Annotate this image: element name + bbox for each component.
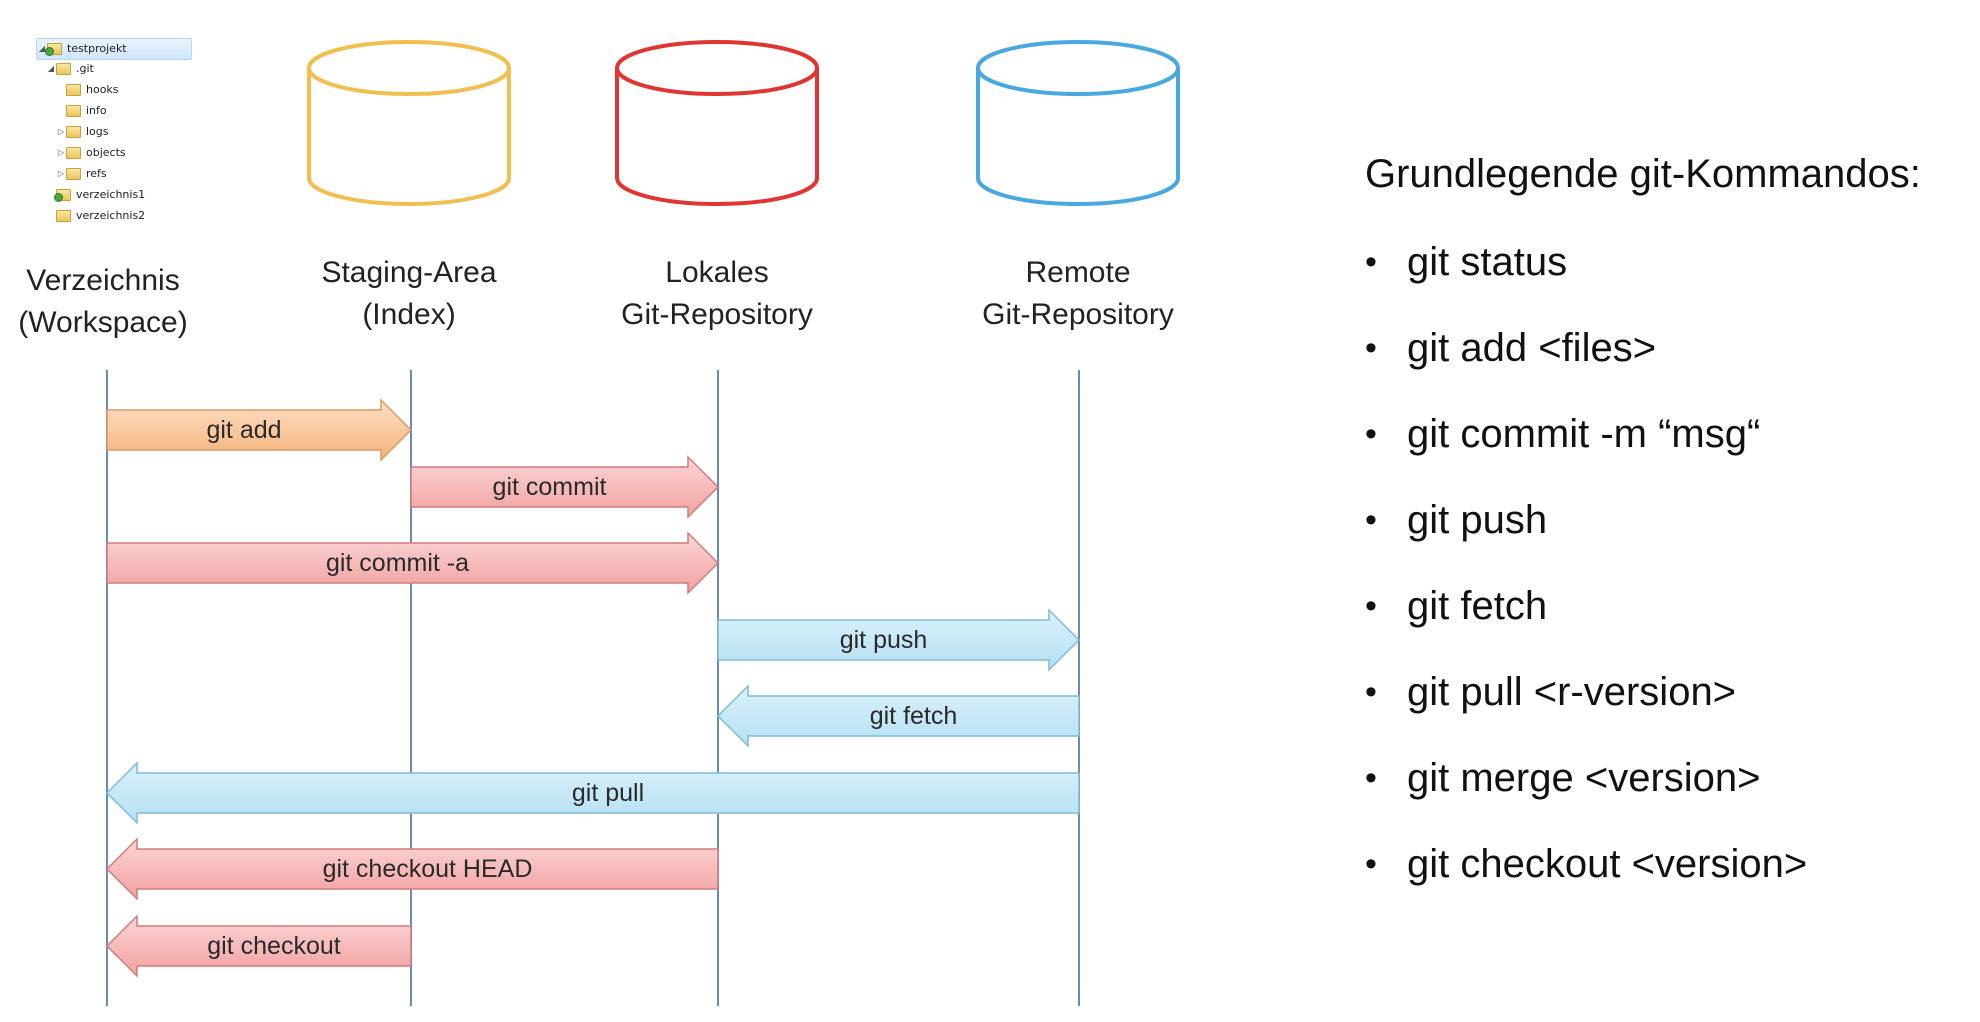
versioned-folder-icon xyxy=(54,189,71,202)
tree-item-label: info xyxy=(86,104,107,117)
git-checkout-head-arrow: git checkout HEAD xyxy=(105,837,719,901)
tree-item-label: refs xyxy=(86,167,107,180)
workspace-title-line1: Verzeichnis xyxy=(26,264,180,297)
tree-item-info[interactable]: info xyxy=(56,101,107,121)
tree-item-objects[interactable]: ▷ objects xyxy=(56,143,126,163)
staging-area-title-line2: (Index) xyxy=(362,298,456,331)
git-commit-a-arrow: git commit -a xyxy=(106,531,720,595)
tree-item-label: .git xyxy=(76,62,94,75)
git-add-arrow: git add xyxy=(106,398,413,462)
expand-icon[interactable]: ◢ xyxy=(47,64,55,73)
command-item: git push xyxy=(1365,490,1807,576)
expand-icon[interactable]: ◢ xyxy=(38,44,46,53)
git-checkout-head-label: git checkout HEAD xyxy=(322,854,533,883)
remote-repository-database-icon xyxy=(976,40,1180,206)
folder-icon xyxy=(66,126,81,138)
command-item: git pull <r-version> xyxy=(1365,662,1807,748)
command-item: git merge <version> xyxy=(1365,748,1807,834)
tree-item-testprojekt[interactable]: ◢ testprojekt xyxy=(36,38,192,60)
git-commit-arrow: git commit xyxy=(410,455,720,519)
folder-icon xyxy=(66,84,81,96)
remote-repository-lifeline xyxy=(1078,370,1080,1006)
arrow-shape xyxy=(410,455,720,519)
git-fetch-arrow: git fetch xyxy=(716,684,1080,748)
folder-icon xyxy=(56,210,71,222)
tree-item-git[interactable]: ◢ .git xyxy=(46,59,94,79)
repository-cylinders xyxy=(307,40,1180,206)
arrow-shape xyxy=(105,914,412,978)
workspace-title: Verzeichnis (Workspace) xyxy=(0,260,253,344)
tree-item-label: testprojekt xyxy=(67,42,127,55)
git-push-label: git push xyxy=(839,625,928,654)
git-pull-arrow: git pull xyxy=(105,761,1080,825)
expand-icon[interactable]: ▷ xyxy=(57,169,65,178)
remote-repository-title-line2: Git-Repository xyxy=(982,298,1174,331)
expand-icon[interactable]: ▷ xyxy=(57,148,65,157)
workspace-title-line2: (Workspace) xyxy=(18,306,188,339)
arrow-shape xyxy=(106,398,413,462)
local-repository-database-icon xyxy=(615,40,819,206)
git-checkout-arrow: git checkout xyxy=(105,914,412,978)
tree-item-verzeichnis2[interactable]: verzeichnis2 xyxy=(46,206,145,226)
git-commit-label: git commit xyxy=(492,472,607,501)
tree-item-label: verzeichnis2 xyxy=(76,209,146,222)
git-add-label: git add xyxy=(206,415,282,444)
staging-area-database-icon xyxy=(307,40,511,206)
staging-area-title-line1: Staging-Area xyxy=(321,256,497,289)
command-item: git status xyxy=(1365,232,1807,318)
arrow-shape xyxy=(105,837,719,901)
folder-icon xyxy=(56,63,71,75)
command-item: git fetch xyxy=(1365,576,1807,662)
remote-repository-title: Remote Git-Repository xyxy=(928,252,1228,336)
arrow-shape xyxy=(106,531,720,595)
expand-icon[interactable]: ▷ xyxy=(57,127,65,136)
command-item: git add <files> xyxy=(1365,318,1807,404)
folder-icon xyxy=(66,147,81,159)
git-pull-label: git pull xyxy=(571,778,645,807)
command-item: git commit -m “msg“ xyxy=(1365,404,1807,490)
arrow-shape xyxy=(716,684,1080,748)
git-fetch-label: git fetch xyxy=(869,701,958,730)
arrow-shape xyxy=(717,608,1081,672)
staging-area-lifeline xyxy=(410,370,412,1006)
tree-item-label: verzeichnis1 xyxy=(76,188,146,201)
tree-item-logs[interactable]: ▷ logs xyxy=(56,122,109,142)
tree-item-label: logs xyxy=(86,125,109,138)
local-repository-title: Lokales Git-Repository xyxy=(567,252,867,336)
local-repository-lifeline xyxy=(717,370,719,1006)
local-repository-title-line2: Git-Repository xyxy=(621,298,813,331)
git-commit-a-label: git commit -a xyxy=(325,548,470,577)
workspace-lifeline xyxy=(106,370,108,1006)
tree-item-label: hooks xyxy=(86,83,119,96)
project-icon xyxy=(45,43,62,56)
folder-icon xyxy=(66,105,81,117)
staging-area-title: Staging-Area (Index) xyxy=(259,252,559,336)
tree-item-verzeichnis1[interactable]: verzeichnis1 xyxy=(46,185,145,205)
tree-item-label: objects xyxy=(86,146,126,159)
tree-item-hooks[interactable]: hooks xyxy=(56,80,119,100)
remote-repository-title-line1: Remote xyxy=(1025,256,1131,289)
command-item: git checkout <version> xyxy=(1365,834,1807,920)
commands-heading: Grundlegende git-Kommandos: xyxy=(1365,152,1921,196)
folder-icon xyxy=(66,168,81,180)
git-push-arrow: git push xyxy=(717,608,1081,672)
file-tree: ◢ testprojekt ◢ .git hooks info ▷ logs ▷… xyxy=(36,38,194,230)
commands-list: git status git add <files> git commit -m… xyxy=(1365,232,1807,920)
tree-item-refs[interactable]: ▷ refs xyxy=(56,164,107,184)
git-checkout-label: git checkout xyxy=(207,931,341,960)
arrow-shape xyxy=(105,761,1080,825)
local-repository-title-line1: Lokales xyxy=(665,256,769,289)
